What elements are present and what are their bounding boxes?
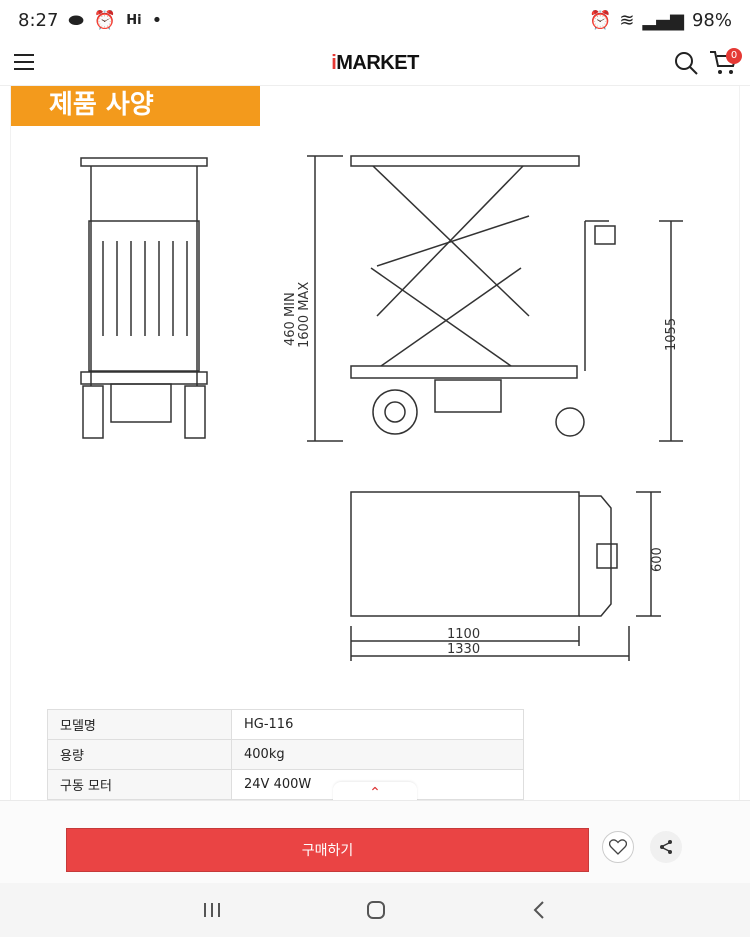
heart-icon <box>609 839 627 855</box>
signal-icon: ▂▄▆ <box>642 9 684 31</box>
spec-key: 용량 <box>47 739 232 770</box>
table-row: 모델명 HG-116 <box>47 709 524 740</box>
system-nav-bar <box>0 883 750 937</box>
dim-1055-label: 1055 <box>664 318 679 351</box>
alarm-icon: ⏰ <box>588 9 612 31</box>
cart-button[interactable]: 0 <box>708 48 742 78</box>
logo[interactable]: iMARKET <box>331 52 419 75</box>
wifi-icon: ≋ <box>619 9 635 31</box>
app-header: iMARKET 0 <box>0 40 750 86</box>
status-dot: • <box>151 9 163 31</box>
buy-button[interactable]: 구매하기 <box>66 828 589 872</box>
spec-value: 400kg <box>231 739 524 770</box>
dim-1100-label: 1100 <box>447 627 480 642</box>
table-row: 용량 400kg <box>47 739 524 770</box>
menu-icon[interactable] <box>14 54 34 70</box>
spec-banner: 제품 사양 <box>11 86 260 126</box>
status-right: ⏰ ≋ ▂▄▆ 98% <box>589 10 732 31</box>
status-hi: Hi <box>126 12 142 28</box>
product-detail-content: 제품 사양 <box>10 86 740 800</box>
search-icon[interactable] <box>673 50 699 76</box>
back-icon[interactable] <box>525 897 555 923</box>
chevron-up-icon: ⌃ <box>369 785 381 801</box>
purchase-bar: 구매하기 <box>0 800 750 883</box>
home-icon[interactable] <box>361 897 391 923</box>
spec-table: 모델명 HG-116 용량 400kg 구동 모터 24V 400W <box>47 709 524 800</box>
wishlist-button[interactable] <box>602 831 634 863</box>
spec-key: 모델명 <box>47 709 232 740</box>
share-icon <box>660 840 672 854</box>
collapse-handle[interactable]: ⌃ <box>333 782 417 804</box>
status-bar: 8:27 ⬬ ⏰ Hi • ⏰ ≋ ▂▄▆ 98% <box>0 0 750 40</box>
share-button[interactable] <box>650 831 682 863</box>
alarm-icon: ⏰ <box>93 9 117 31</box>
dim-1600-label: 1600 MAX <box>297 282 312 348</box>
spec-value: HG-116 <box>231 709 524 740</box>
dim-1330-label: 1330 <box>447 642 480 657</box>
dim-600-label: 600 <box>650 547 665 572</box>
table-row: 구동 모터 24V 400W <box>47 769 524 800</box>
logo-prefix: i <box>331 52 337 74</box>
status-time: 8:27 <box>18 9 59 31</box>
recent-apps-icon[interactable] <box>197 897 227 923</box>
spec-key: 구동 모터 <box>47 769 232 800</box>
product-diagram: 460 MIN 1600 MAX 1055 600 1100 1330 <box>80 155 683 661</box>
logo-text: MARKET <box>336 52 419 74</box>
battery-text: 98% <box>691 9 732 31</box>
dim-460-label: 460 MIN <box>283 292 298 346</box>
status-left: 8:27 ⬬ ⏰ Hi • <box>18 10 162 31</box>
cart-badge: 0 <box>726 48 742 64</box>
pill-icon: ⬬ <box>68 9 84 31</box>
